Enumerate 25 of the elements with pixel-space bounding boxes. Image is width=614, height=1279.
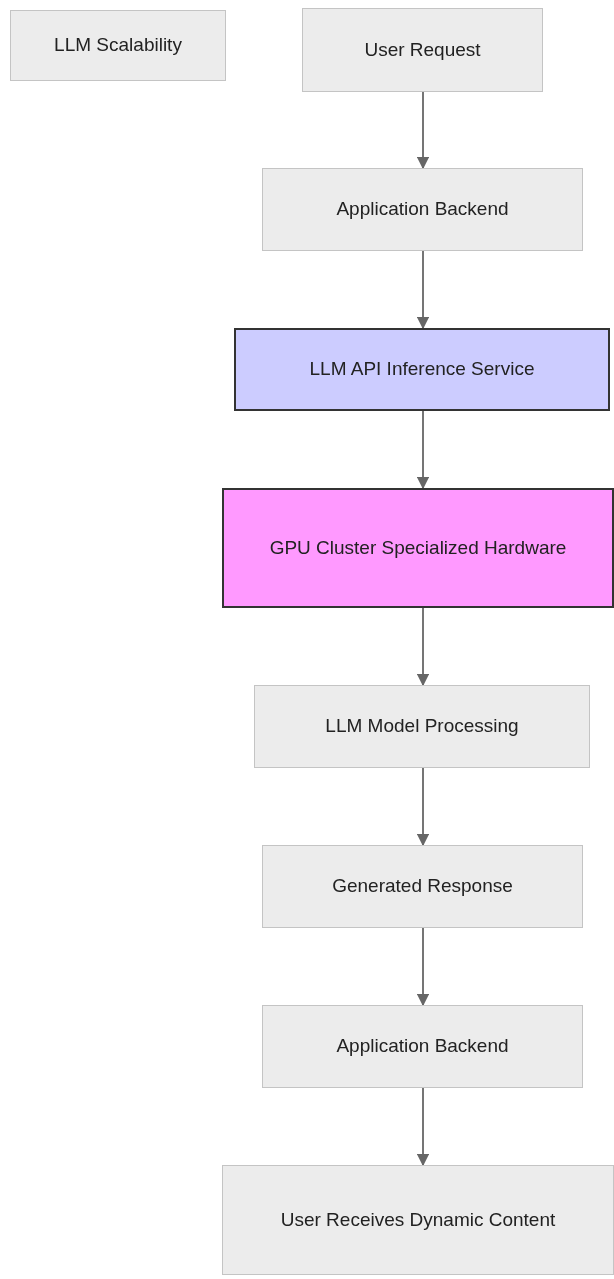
node-label: User Request <box>364 37 481 62</box>
process-box <box>262 1005 583 1088</box>
arrow <box>416 410 430 490</box>
process-box <box>10 10 226 81</box>
process-box <box>262 168 583 251</box>
node-label: GPU Cluster Specialized Hardware <box>269 535 567 560</box>
arrow <box>416 91 430 170</box>
process-box <box>262 845 583 928</box>
arrow <box>416 767 430 847</box>
node-label: Application Backend <box>336 1034 509 1059</box>
node-label: LLM Scalability <box>54 33 182 58</box>
node-label: LLM Model Processing <box>325 714 519 739</box>
process-box <box>302 8 543 92</box>
process-box <box>254 685 590 768</box>
node-label: Application Backend <box>336 197 509 222</box>
process-box <box>222 488 614 608</box>
node-label: LLM API Inference Service <box>309 357 535 382</box>
process-box <box>234 328 610 411</box>
process-box <box>222 1165 614 1275</box>
arrow <box>416 927 430 1007</box>
arrow <box>416 250 430 330</box>
arrow <box>416 607 430 687</box>
arrow <box>416 1087 430 1167</box>
node-label: Generated Response <box>332 874 513 899</box>
node-label: User Receives Dynamic Content <box>280 1207 556 1232</box>
